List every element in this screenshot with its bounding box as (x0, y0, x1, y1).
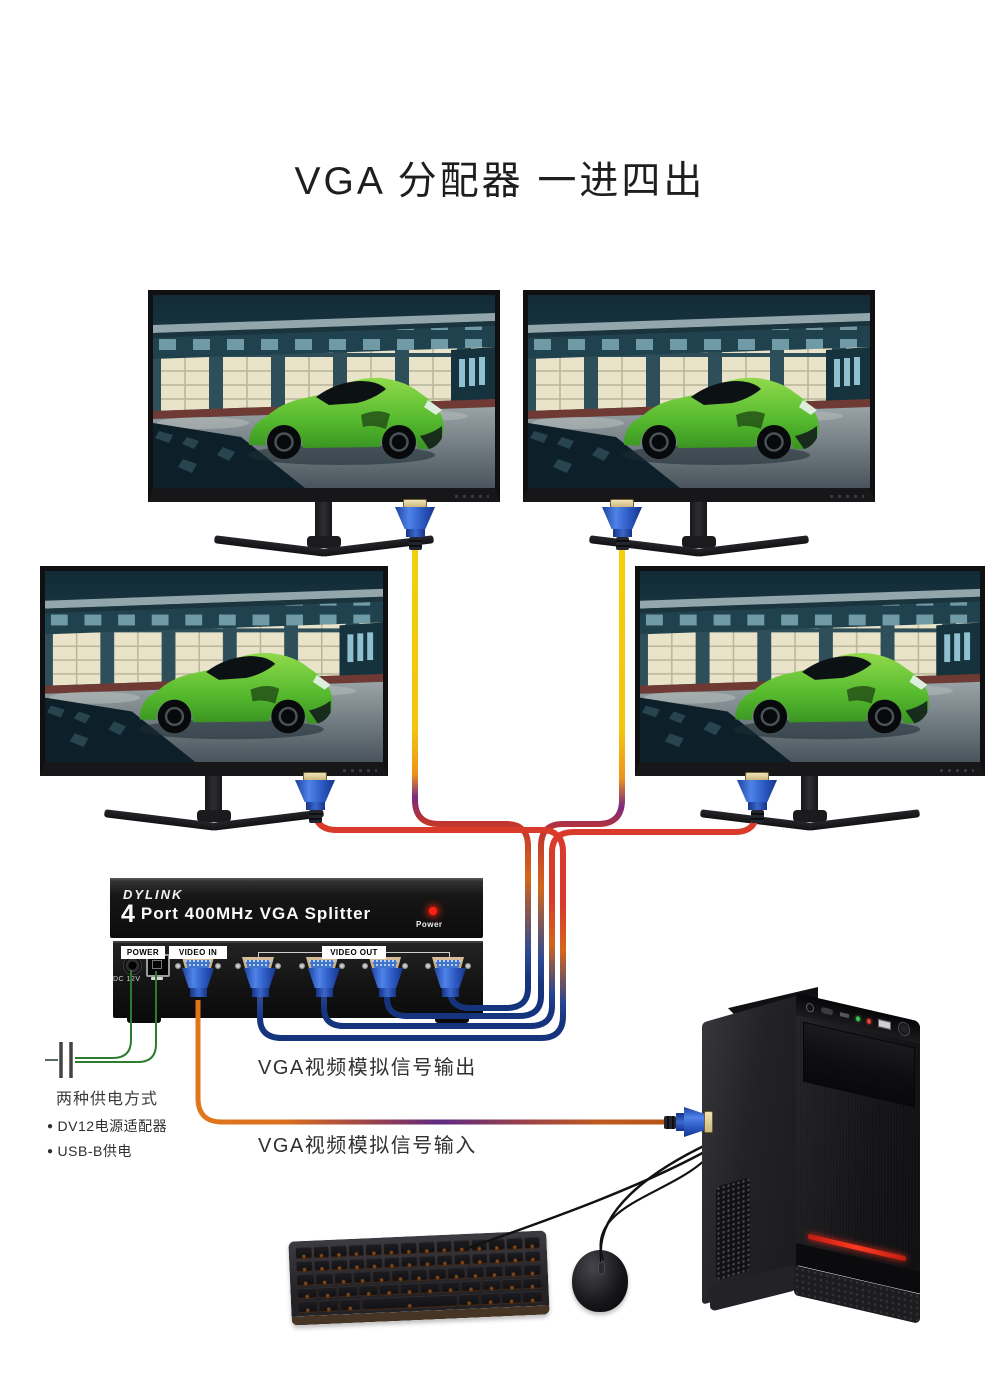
splitter-rear-panel: POWER DC 12V VIDEO IN VIDEO OUT (113, 941, 483, 1023)
usb-port-icon (840, 1012, 850, 1019)
usb-port-icon (878, 1019, 892, 1030)
monitor-stand-hub (682, 536, 716, 548)
video-out-bracket: VIDEO OUT (258, 946, 450, 960)
monitor-4 (635, 566, 985, 834)
brand-logo: DYLINK (123, 887, 184, 902)
mouse (572, 1250, 628, 1312)
bullet-icon: ● (47, 1146, 54, 1157)
bullet-icon: ● (47, 1121, 54, 1132)
power-led-label: Power (416, 920, 443, 929)
mouse-cable (599, 1140, 713, 1259)
vga-plug-monitor-4 (737, 772, 777, 823)
monitor-stand-pole (690, 502, 707, 542)
power-led (429, 907, 437, 915)
drive-slot-icon (820, 1006, 834, 1016)
monitor-stand-pole (205, 776, 222, 816)
rear-plug-out-2 (308, 968, 340, 997)
splitter-foot (127, 1018, 161, 1023)
rear-plug-out-4 (434, 968, 466, 997)
audio-jack-red-icon (867, 1017, 872, 1024)
vga-pins-face (403, 499, 427, 508)
keyboard-keys (295, 1236, 543, 1314)
pc-tower (698, 983, 964, 1335)
vga-pins-face (303, 772, 327, 781)
video-in-label: VIDEO IN (169, 946, 227, 959)
rear-plug-video-in (182, 968, 214, 997)
monitor-3 (40, 566, 388, 834)
page-title: VGA 分配器 一进四出 (294, 160, 706, 203)
vga-pins-face (704, 1111, 713, 1133)
power-section-label: POWER (121, 946, 165, 959)
monitor-1 (148, 290, 500, 560)
capacitor-symbol (59, 1042, 73, 1078)
rear-plug-out-1 (244, 968, 276, 997)
power-methods-title: 两种供电方式 (56, 1091, 159, 1108)
power-button-icon (898, 1020, 911, 1038)
vga-pins-face (745, 772, 769, 781)
monitor-2-screen (523, 290, 875, 502)
output-flow-label: VGA视频模拟信号输出 (258, 1057, 477, 1079)
monitor-4-screen (635, 566, 985, 776)
dc-voltage-label: DC 12V (113, 976, 141, 983)
vga-plug-monitor-3 (295, 772, 335, 823)
monitor-stand-pole (801, 776, 818, 816)
vga-plug-monitor-1 (395, 499, 435, 550)
pc-side-panel (702, 995, 798, 1305)
vga-plug-monitor-2 (602, 499, 642, 550)
audio-jack-green-icon (856, 1015, 861, 1022)
reset-button-icon (806, 1001, 814, 1013)
monitor-stand-pole (315, 502, 332, 542)
pc-front-panel (796, 993, 920, 1294)
monitor-1-screen (148, 290, 500, 502)
vga-pins-face (610, 499, 634, 508)
power-method-item: ●DV12电源适配器 (47, 1118, 168, 1134)
mouse-cable-loop (599, 1157, 708, 1261)
monitor-stand-hub (307, 536, 341, 548)
power-method-item: ●USB-B供电 (47, 1143, 132, 1159)
rear-plug-out-3 (371, 968, 403, 997)
monitor-2 (523, 290, 875, 560)
monitor-stand-hub (793, 810, 827, 822)
port-count: 4 (121, 900, 136, 928)
pc-vent-grille (716, 1177, 750, 1281)
keyboard (288, 1230, 550, 1326)
usb-icon (151, 977, 163, 980)
input-flow-label: VGA视频模拟信号输入 (258, 1135, 477, 1157)
monitor-stand-hub (197, 810, 231, 822)
vga-plug-pc-input (664, 1106, 714, 1138)
monitor-3-screen (40, 566, 388, 776)
splitter-foot (435, 1018, 469, 1023)
video-out-label: VIDEO OUT (322, 946, 386, 959)
